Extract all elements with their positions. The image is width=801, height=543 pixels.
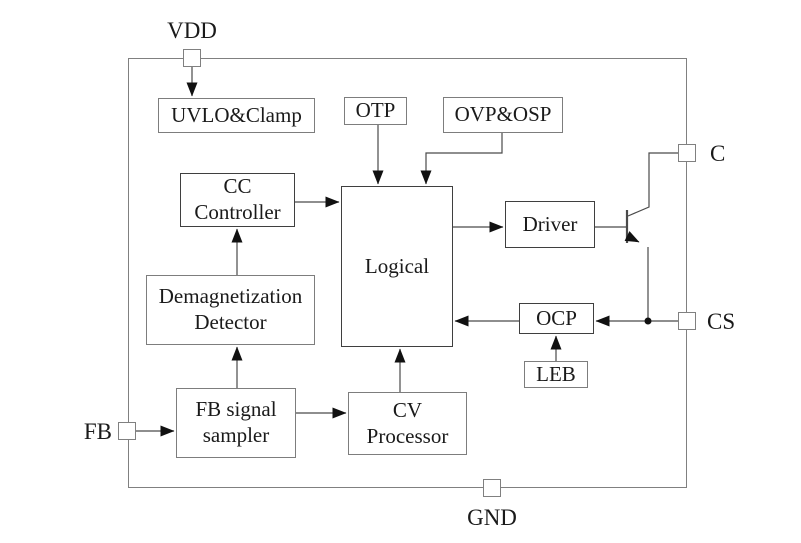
block-label: Logical bbox=[364, 253, 430, 278]
block-leb: LEB bbox=[524, 361, 588, 388]
block-label-line1: Demagnetization bbox=[158, 284, 303, 309]
block-cc-controller: CC Controller bbox=[180, 173, 295, 227]
pin-label-fb: FB bbox=[83, 419, 112, 444]
pin-c bbox=[678, 144, 696, 162]
block-otp: OTP bbox=[344, 97, 407, 125]
block-label: OTP bbox=[355, 98, 396, 123]
block-label: LEB bbox=[536, 361, 576, 386]
block-ovp-osp: OVP&OSP bbox=[443, 97, 563, 133]
block-label: UVLO&Clamp bbox=[171, 102, 302, 127]
block-label-line2: Processor bbox=[366, 423, 449, 448]
block-label: OCP bbox=[536, 305, 577, 330]
pin-label-vdd: VDD bbox=[167, 18, 217, 43]
block-label: Driver bbox=[522, 211, 578, 236]
transistor-collector-wire bbox=[627, 152, 678, 217]
block-label-line1: CC bbox=[223, 174, 252, 199]
pin-gnd bbox=[483, 479, 501, 497]
pin-cs bbox=[678, 312, 696, 330]
pin-label-cs: CS bbox=[707, 309, 736, 334]
block-label-line1: FB signal bbox=[195, 397, 277, 422]
block-demagnetization-detector: Demagnetization Detector bbox=[146, 275, 315, 345]
pin-label-gnd: GND bbox=[467, 505, 517, 530]
chip-boundary bbox=[128, 58, 687, 488]
block-logical: Logical bbox=[341, 186, 453, 347]
block-cv-processor: CV Processor bbox=[348, 392, 467, 455]
block-ocp: OCP bbox=[519, 303, 594, 334]
block-label-line2: sampler bbox=[202, 423, 270, 447]
block-uvlo-clamp: UVLO&Clamp bbox=[158, 98, 315, 133]
block-fb-signal-sampler: FB signal sampler bbox=[176, 388, 296, 458]
block-label-line2: Controller bbox=[194, 200, 281, 224]
wire-ovp-to-logical bbox=[420, 133, 503, 185]
junction-dot bbox=[644, 317, 652, 325]
pin-vdd bbox=[183, 49, 201, 67]
npn-transistor bbox=[624, 152, 678, 321]
block-label-line2: Detector bbox=[194, 310, 267, 334]
block-label: OVP&OSP bbox=[454, 102, 552, 127]
pin-label-c: C bbox=[710, 141, 726, 166]
transistor-emitter-arrow bbox=[624, 231, 640, 243]
pin-fb bbox=[118, 422, 136, 440]
block-driver: Driver bbox=[505, 201, 595, 248]
block-label-line1: CV bbox=[392, 397, 423, 422]
